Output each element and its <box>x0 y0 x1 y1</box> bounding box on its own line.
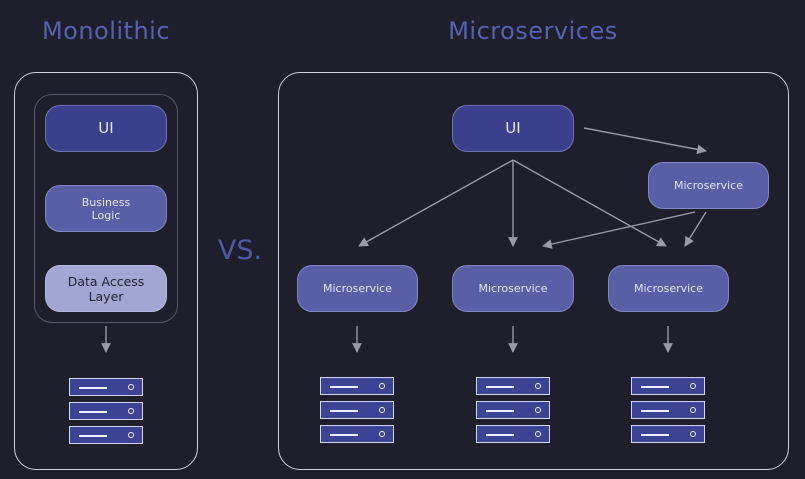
microservice-box-3: Microservice <box>608 265 729 312</box>
arrow-icon <box>542 211 696 249</box>
arrow-icon <box>512 159 667 247</box>
monolithic-panel <box>14 72 198 470</box>
microservice-box-2: Microservice <box>452 265 574 312</box>
server-stack-icon <box>320 377 394 449</box>
microservices-title: Microservices <box>448 17 618 45</box>
microservices-ui-box: UI <box>452 105 574 152</box>
server-stack-icon <box>631 377 705 449</box>
arrow-icon <box>358 159 514 247</box>
monolithic-application-container <box>34 94 178 323</box>
server-stack-icon <box>476 377 550 449</box>
monolithic-ui-box: UI <box>45 105 167 152</box>
server-stack-icon <box>69 378 143 450</box>
microservice-box-1: Microservice <box>297 265 418 312</box>
monolithic-data-access-layer-box: Data Access Layer <box>45 265 167 312</box>
arrow-icon <box>583 127 707 155</box>
microservices-panel <box>278 72 789 470</box>
microservice-box-top: Microservice <box>648 162 769 209</box>
versus-label: VS. <box>217 235 263 266</box>
monolithic-title: Monolithic <box>41 17 171 45</box>
monolithic-business-logic-box: Business Logic <box>45 185 167 232</box>
arrow-icon <box>684 211 707 247</box>
